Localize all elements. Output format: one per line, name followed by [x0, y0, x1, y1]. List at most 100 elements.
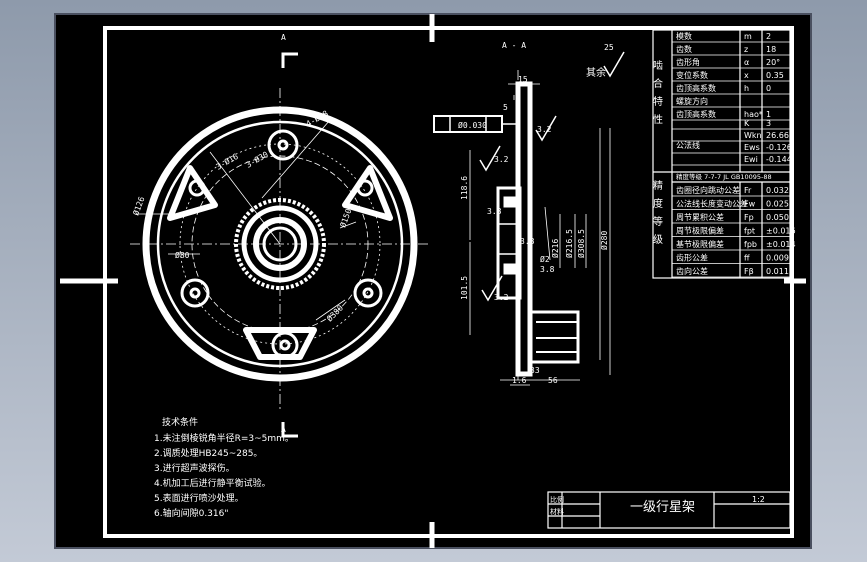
param-name: 齿数 [676, 44, 692, 54]
pin-hole [180, 129, 383, 359]
param-symbol: K [744, 119, 750, 128]
tech-req-heading: 技术条件 [162, 416, 198, 428]
param-symbol: Wkn [744, 131, 762, 140]
param-symbol: z [744, 45, 748, 54]
param-value: 0.011 [766, 267, 789, 276]
dim-label: 118.6 [460, 176, 469, 200]
param-value: -0.144 [766, 155, 792, 164]
param-name: 基节极限偏差 [676, 239, 724, 249]
roughness-value: 3.8 [520, 237, 535, 246]
param-value: 0.35 [766, 71, 784, 80]
roughness-note: 其余 [586, 66, 606, 79]
roughness-value: 3.2 [494, 293, 509, 302]
roughness-value: 25 [604, 43, 614, 52]
drawing-title: 一级行星架 [630, 500, 695, 515]
dim-label: Ø216.5 [564, 229, 574, 258]
param-value: 26.663 [766, 131, 794, 140]
dim-label: 5 [503, 103, 508, 112]
param-symbol: Fw [744, 200, 756, 209]
param-symbol: m [744, 32, 752, 41]
roughness-value: 3.2 [494, 155, 509, 164]
dim-label: 15 [518, 75, 528, 84]
dim-label: Ø280 [599, 231, 609, 250]
param-symbol: h [744, 84, 749, 93]
hub-outer [241, 205, 319, 283]
param-value: 0.025 [766, 200, 789, 209]
hub-bore [253, 217, 307, 271]
dim-label: Ø216 [550, 239, 560, 258]
param-value: ±0.016 [766, 227, 796, 236]
section-mark: A - A [502, 41, 526, 50]
param-name: 齿向公差 [676, 266, 708, 276]
param-value: 18 [766, 45, 776, 54]
param-symbol: ff [744, 254, 750, 263]
param-symbol: Ews [744, 143, 760, 152]
param-value: 3 [766, 119, 771, 128]
dim-label: 101.5 [460, 276, 469, 300]
drawing-sheet [54, 13, 812, 549]
rim-inner-edge [156, 120, 404, 368]
param-value: 2 [766, 32, 771, 41]
technical-requirements: 技术条件 1.未注倒棱锐角半径R=3~5mm。 2.调质处理HB245~285。… [154, 416, 294, 519]
table-side-label: 啮合特性 [651, 59, 663, 132]
dim-label: 33 [530, 366, 540, 375]
gear-parameter-table [652, 29, 791, 279]
dim-label: 1.6 [512, 376, 527, 385]
param-symbol: α [744, 58, 749, 67]
param-name: 齿顶高系数 [676, 109, 716, 119]
param-value: 0 [766, 84, 771, 93]
front-view [130, 52, 430, 438]
title-block-cell: 比例 [550, 495, 564, 504]
section-mark: A [281, 33, 286, 42]
param-symbol: fpt [744, 227, 755, 236]
param-symbol: Fp [744, 213, 754, 222]
roughness-value: 3.8 [540, 265, 555, 274]
section-mark: A [281, 425, 286, 434]
centering-marks [60, 14, 806, 548]
param-value: 0.032 [766, 186, 789, 195]
dim-label: Ø308.5 [576, 229, 586, 258]
tech-req-item: 1.未注倒棱锐角半径R=3~5mm。 [154, 432, 294, 444]
tech-req-item: 3.进行超声波探伤。 [154, 462, 235, 474]
param-value: 20° [766, 58, 780, 67]
param-name: 螺旋方向 [676, 96, 708, 106]
param-name: 模数 [676, 31, 692, 41]
param-symbol: hao* [744, 110, 763, 119]
hub-spline [234, 198, 326, 290]
param-symbol: Fβ [744, 267, 754, 276]
param-symbol: x [744, 71, 749, 80]
tech-req-item: 6.轴向间隙0.316" [154, 507, 229, 519]
param-name: 周节极限偏差 [676, 226, 724, 236]
param-name: 齿顶高系数 [676, 83, 716, 93]
param-name: 周节累积公差 [676, 212, 724, 222]
param-name: 变位系数 [676, 70, 708, 80]
param-value: 0.009 [766, 254, 789, 263]
param-name: 齿圈径向跳动公差 [676, 185, 740, 195]
dim-label: 56 [548, 376, 558, 385]
table-side-label: 精度等级 [651, 179, 663, 252]
precision-grade: 精度等级 7-7-7 JL GB10095-88 [676, 172, 772, 181]
dim-label: Ø2 [540, 254, 550, 264]
param-value: ±0.014 [766, 240, 796, 249]
tolerance-value: Ø0.030 [458, 120, 487, 130]
param-name: 齿形公差 [676, 253, 708, 263]
param-value: 0.050 [766, 213, 789, 222]
param-symbol: Fr [744, 186, 752, 195]
param-name: 公法线长度变动公差 [676, 199, 748, 209]
param-symbol: fpb [744, 240, 757, 249]
tech-req-item: 2.调质处理HB245~285。 [154, 447, 262, 459]
drawing-scale: 1:2 [752, 495, 765, 504]
measure-label: 公法线 [676, 140, 700, 150]
param-value: 1 [766, 110, 771, 119]
param-name: 齿形角 [676, 57, 700, 67]
param-symbol: Ewi [744, 155, 758, 164]
param-value: -0.126 [766, 143, 792, 152]
title-block-cell: 材料 [550, 507, 564, 516]
section-view [433, 51, 625, 386]
tech-req-item: 4.机加工后进行静平衡试验。 [154, 477, 271, 489]
dim-label: Ø80 [175, 250, 190, 260]
roughness-value: 3.2 [537, 125, 552, 134]
title-block [547, 491, 791, 529]
